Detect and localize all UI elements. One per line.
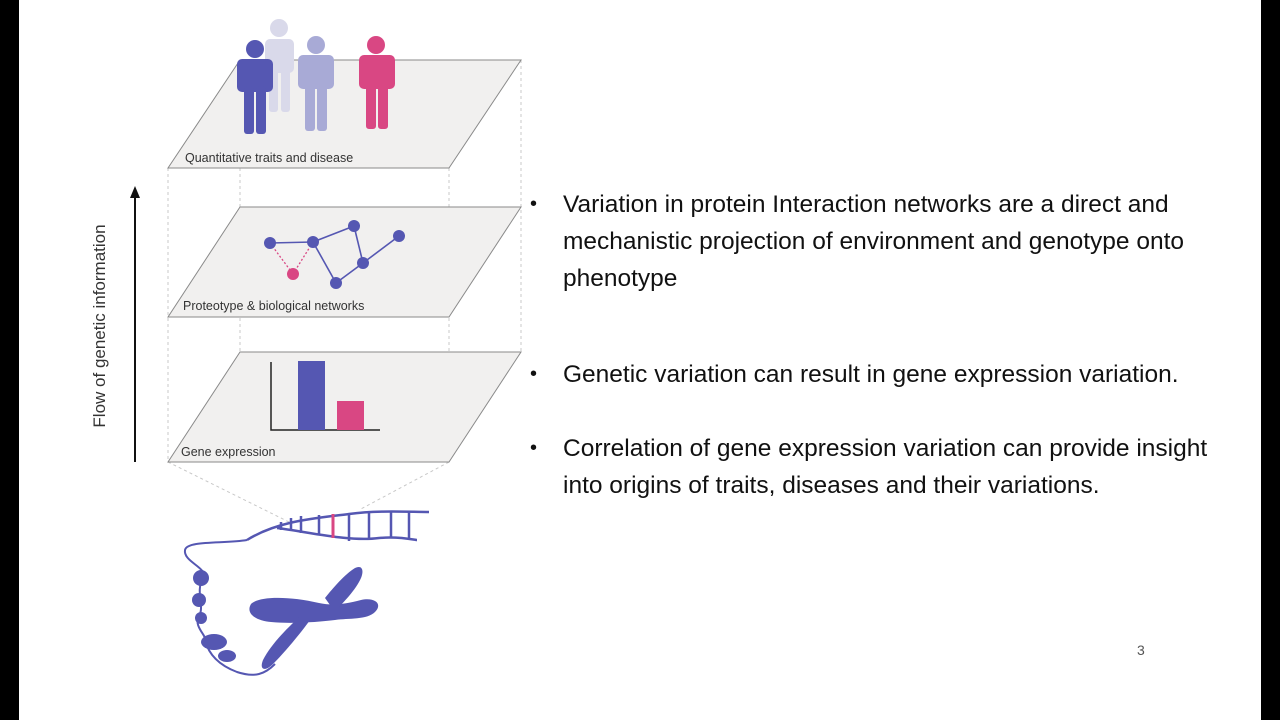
flow-label: Flow of genetic information <box>90 224 109 427</box>
bullet-item-3: Correlation of gene expression variation… <box>527 430 1227 504</box>
dna-base-pairs <box>279 511 411 541</box>
gene-expression-plane: Gene expression <box>167 351 522 463</box>
page-number: 3 <box>1137 642 1145 658</box>
person-icon-blue <box>237 40 273 134</box>
proteotype-plane: Proteotype & biological networks <box>167 206 522 318</box>
network-node-variant <box>287 268 299 280</box>
bullet-list: Variation in protein Interaction network… <box>527 186 1227 504</box>
expression-bar-high <box>298 361 325 430</box>
person-icon-light <box>298 36 334 131</box>
traits-plane: Quantitative traits and disease <box>167 19 522 169</box>
plane-label-traits: Quantitative traits and disease <box>185 151 353 165</box>
network-dotted-edges <box>269 241 314 275</box>
bullet-item-2: Genetic variation can result in gene exp… <box>527 356 1227 393</box>
expression-bar-low <box>337 401 364 430</box>
person-icon-pink <box>359 36 395 129</box>
bullet-item-1: Variation in protein Interaction network… <box>527 186 1227 297</box>
genetic-information-diagram: Gene expression <box>90 19 522 676</box>
plane-label-proteotype: Proteotype & biological networks <box>183 299 364 313</box>
chromosome-icon <box>249 566 379 669</box>
plane-label-gene-expression: Gene expression <box>181 445 276 459</box>
network-nodes <box>264 220 405 289</box>
chromatin-beads <box>192 570 236 662</box>
dna-helix-icon <box>246 510 430 542</box>
flow-arrow <box>130 186 140 462</box>
slide: Gene expression <box>19 0 1261 720</box>
